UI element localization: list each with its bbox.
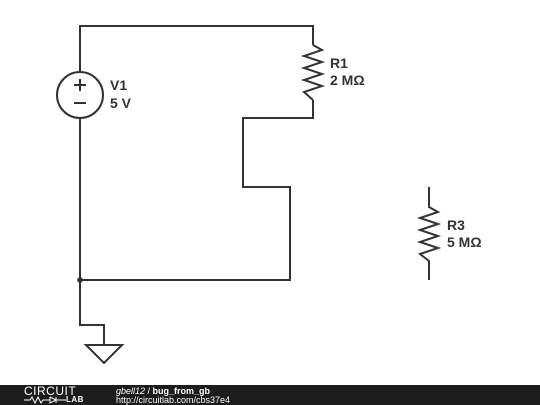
v1-ref-label: V1: [110, 77, 127, 93]
wire-top: [79, 25, 314, 72]
footer-separator: /: [145, 386, 153, 396]
logo-lab-text: LAB: [66, 395, 84, 404]
wire-r1-to-loop: [80, 100, 314, 281]
junction-dot: [77, 277, 83, 283]
v1-value-label: 5 V: [110, 95, 132, 111]
wire-ground-lead: [79, 280, 105, 345]
r3-value-label: 5 MΩ: [447, 234, 482, 250]
voltage-source-v1[interactable]: [56, 71, 104, 119]
resistor-r1[interactable]: [300, 44, 326, 101]
voltage-source-circle: [56, 71, 104, 119]
r3-ref-label: R3: [447, 217, 465, 233]
logo-resistor-icon: [24, 396, 66, 404]
footer-url-link[interactable]: http://circuitlab.com/cbs37e4: [116, 395, 231, 405]
footer-project-name[interactable]: bug_from_gb: [152, 386, 211, 396]
plus-icon: [74, 79, 86, 91]
logo-circuit-text: CIRCUIT: [24, 384, 77, 398]
circuit-schematic: V1 5 V R1 2 MΩ R3 5 MΩ: [56, 25, 482, 365]
footer-title: gbell12 / bug_from_gb: [116, 386, 210, 396]
r1-ref-label: R1: [330, 55, 348, 71]
resistor-r3[interactable]: [416, 187, 442, 280]
footer-bar: CIRCUIT LAB gbell12 / bug_from_gb http:/…: [0, 385, 540, 405]
ground-icon: [83, 344, 125, 365]
footer-user-link[interactable]: gbell12: [116, 386, 146, 396]
r1-value-label: 2 MΩ: [330, 72, 365, 88]
